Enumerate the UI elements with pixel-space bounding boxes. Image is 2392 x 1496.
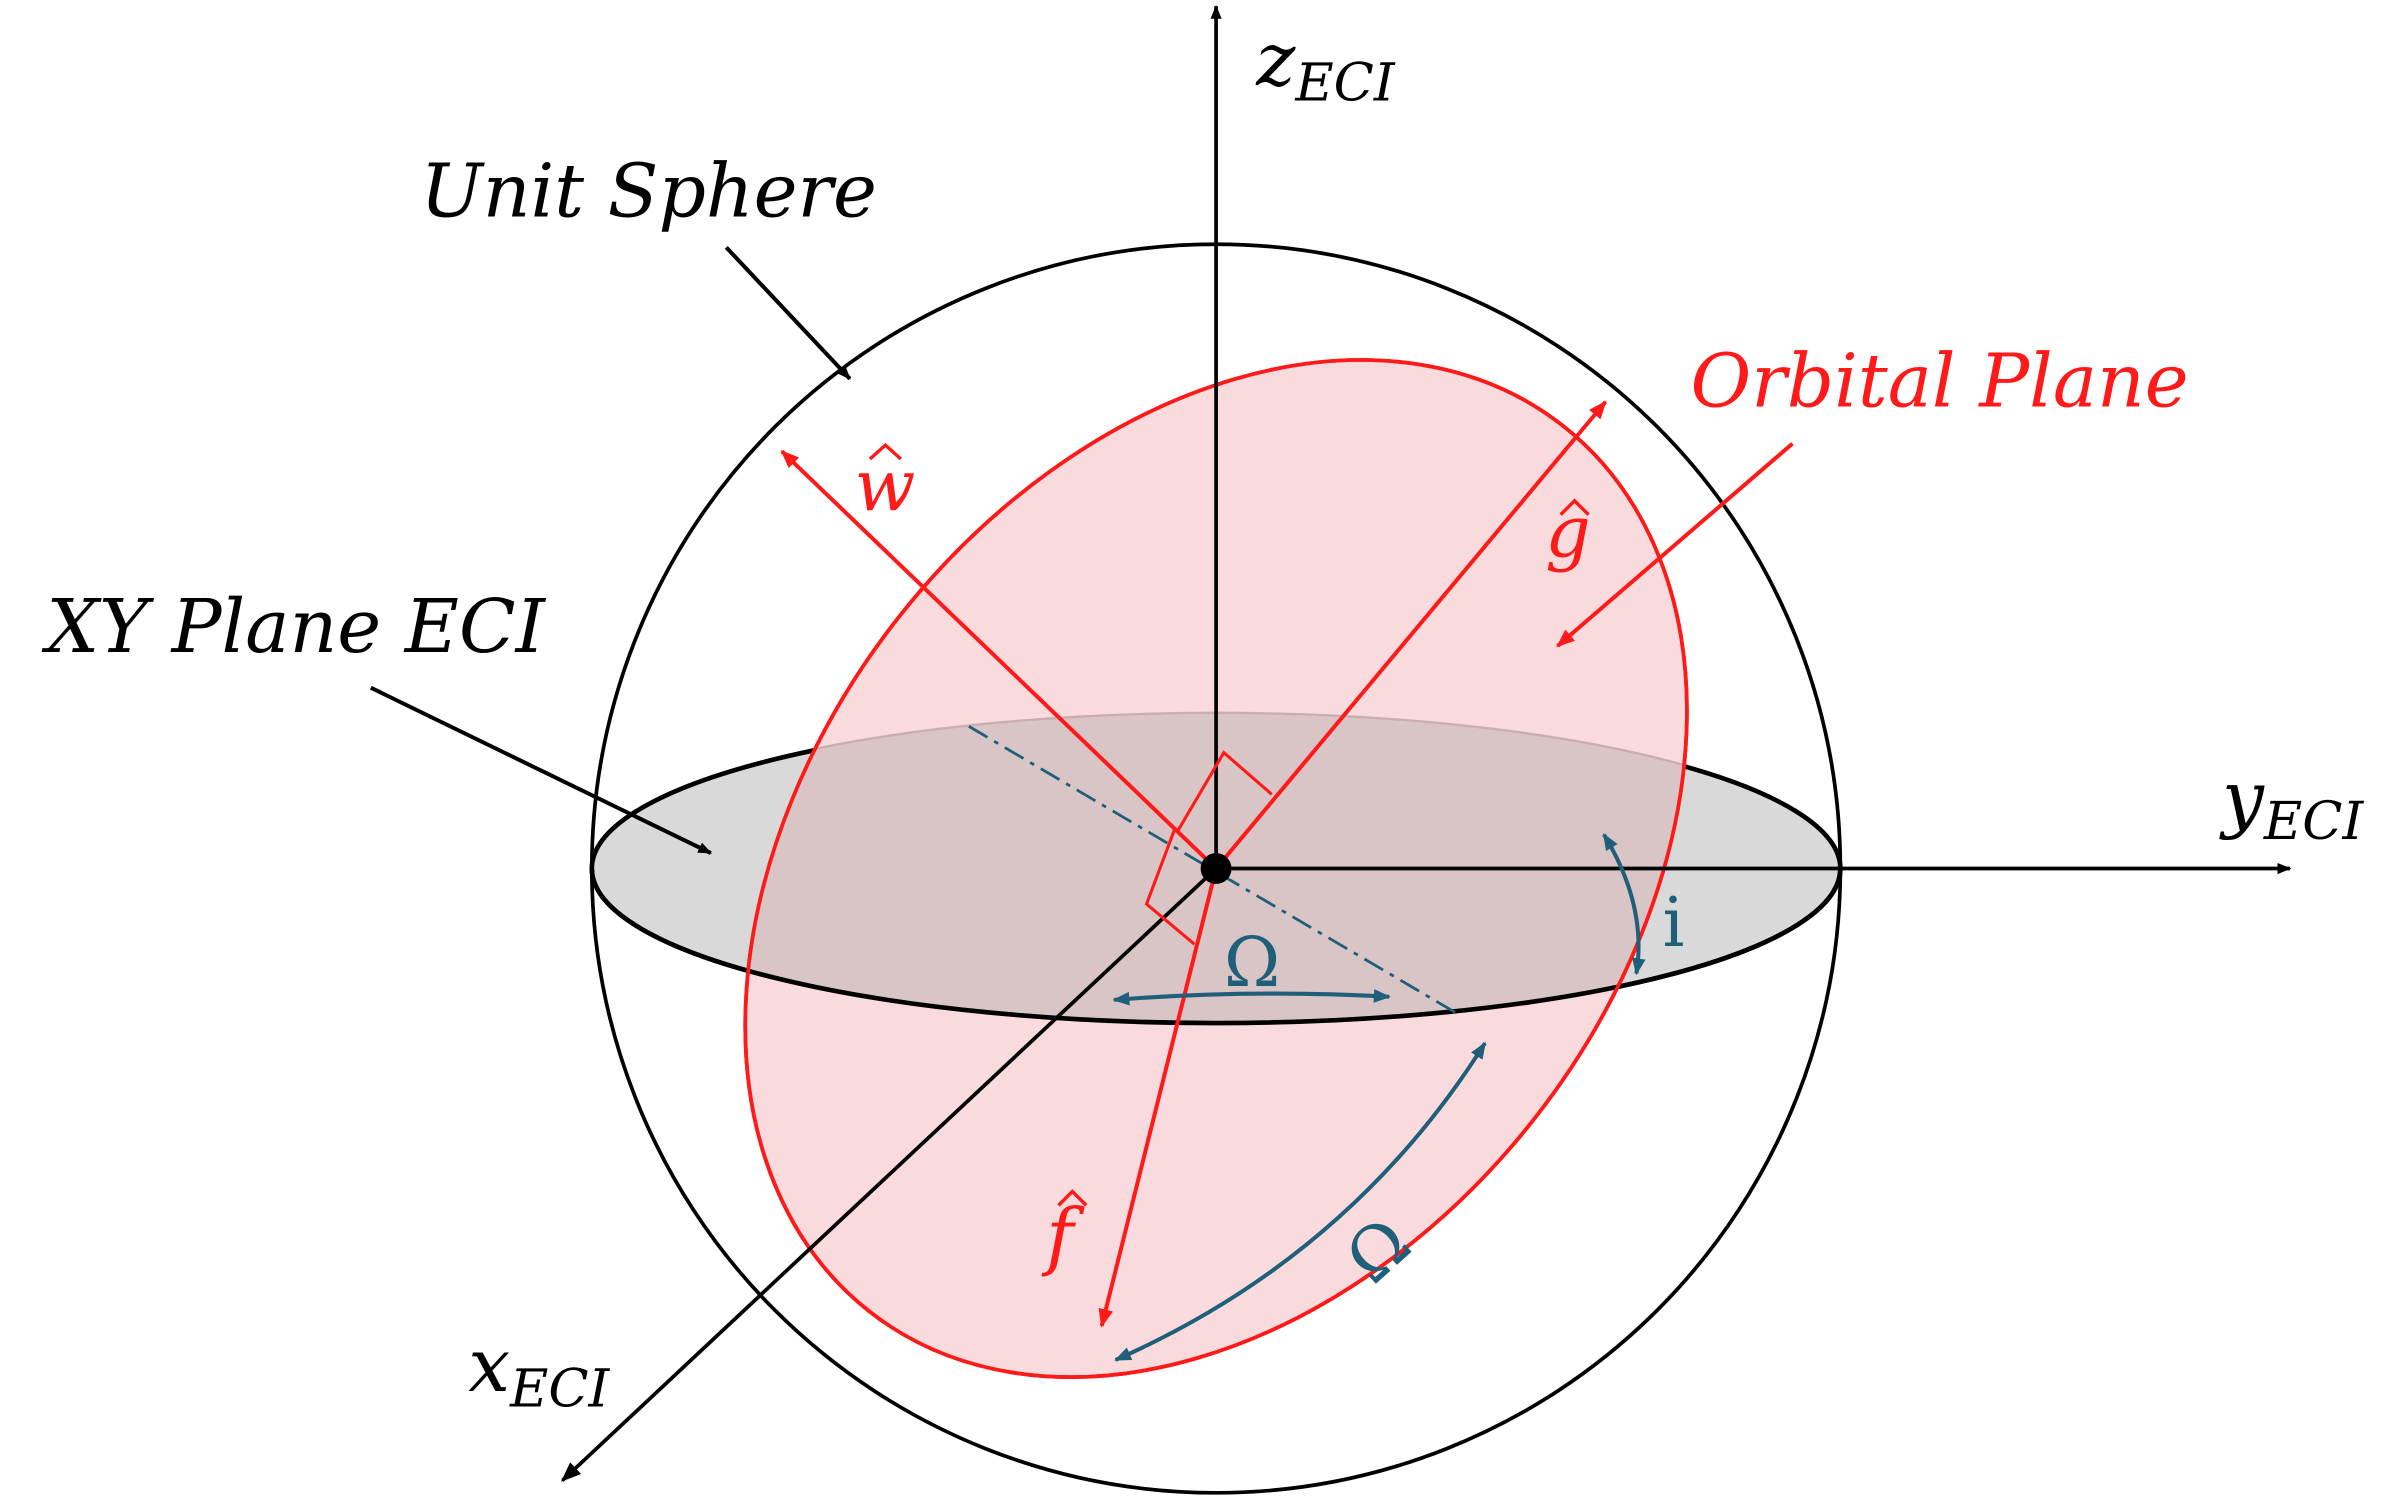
z-axis-letter: z [1255,17,1296,103]
unit-sphere-label: Unit Sphere [420,148,877,234]
w-hat-vector [780,449,1218,870]
unit-sphere-pointer [724,245,852,381]
raan-equator-arc [1112,989,1391,1006]
raan-sphere-arc [1114,1041,1487,1362]
y-axis-letter: y [2219,756,2265,842]
g-hat-label: g [1545,490,1591,573]
x-axis-label: xECI [468,1323,610,1419]
raan-equator-label: Ω [1224,924,1280,1003]
f-hat-caret [1057,1189,1088,1207]
orbital-plane-label: Orbital Plane [1690,339,2188,425]
x-axis [560,867,1218,1482]
y-axis-label: yECI [2219,756,2364,852]
x-axis-subscript: ECI [509,1358,611,1419]
inclination-label: i [1663,884,1685,963]
g-hat-glyph: g [1545,490,1591,573]
g-hat-vector [1214,400,1608,870]
right-angle-mark-wf [1144,829,1196,946]
orbital-plane-pointer [1556,442,1794,648]
w-hat-glyph: w [855,444,916,527]
origin-point [1200,853,1232,884]
xy-plane-pointer [369,685,713,855]
y-axis-subscript: ECI [2263,791,2365,852]
x-axis-letter: x [468,1323,510,1409]
orbital-plane-outline [743,358,1689,1379]
w-hat-label: w [855,442,916,527]
w-hat-caret [868,442,903,461]
line-of-nodes [968,725,1461,1017]
xy-plane-front-rim [589,868,1843,1026]
z-axis-subscript: ECI [1294,53,1396,114]
right-angle-mark-wg [1176,750,1273,833]
g-hat-caret [1559,498,1590,516]
inclination-arc [1602,833,1646,976]
xy-plane-label: XY Plane ECI [41,584,546,670]
z-axis-label: zECI [1255,17,1396,113]
